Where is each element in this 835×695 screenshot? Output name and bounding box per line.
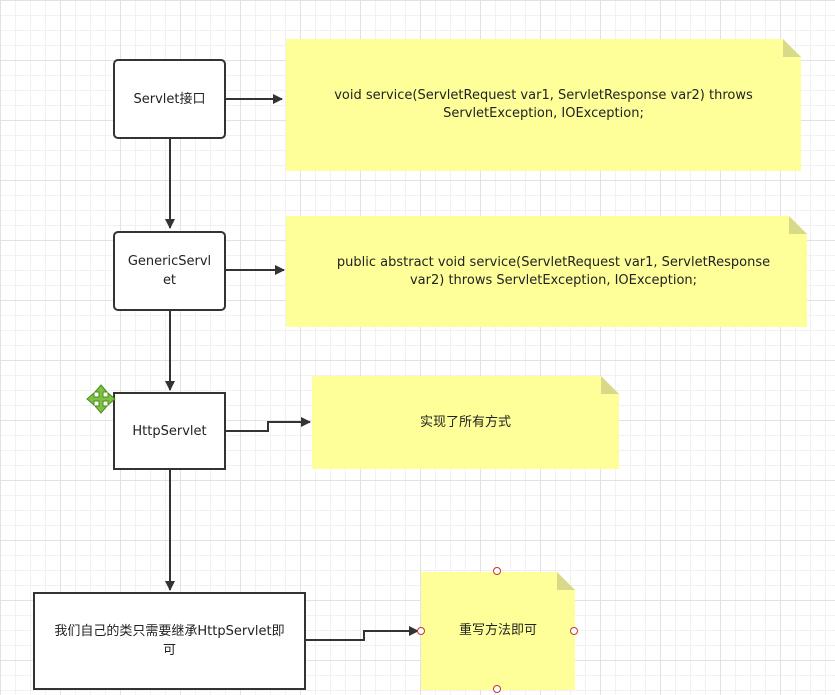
servlet-service-note-text: void service(ServletRequest var1, Servle…	[334, 88, 753, 121]
http-servlet-node[interactable]: HttpServlet	[113, 392, 226, 470]
servlet-service-note[interactable]: void service(ServletRequest var1, Servle…	[286, 39, 801, 171]
http-servlet-label: HttpServlet	[132, 423, 207, 439]
generic-servlet-label: GenericServlet	[127, 254, 212, 288]
override-note[interactable]: 重写方法即可	[421, 572, 575, 690]
generic-service-note[interactable]: public abstract void service(ServletRequ…	[286, 216, 807, 327]
note-fold	[601, 376, 619, 394]
override-note-text: 重写方法即可	[458, 623, 537, 638]
note-fold	[789, 216, 807, 234]
http-servlet-note[interactable]: 实现了所有方式	[312, 376, 619, 469]
resize-handle-right[interactable]	[570, 627, 578, 635]
my-class-node[interactable]: 我们自己的类只需要继承HttpServlet即可	[33, 592, 306, 690]
servlet-interface-label: Servlet接口	[133, 91, 206, 107]
my-class-label: 我们自己的类只需要继承HttpServlet即可	[54, 624, 285, 658]
note-fold	[783, 39, 801, 57]
note-fold	[557, 572, 575, 590]
http-servlet-note-text: 实现了所有方式	[419, 414, 511, 430]
resize-handle-top[interactable]	[493, 567, 501, 575]
resize-handle-bottom[interactable]	[493, 685, 501, 693]
arrow-myclass-to-note	[306, 626, 419, 641]
servlet-interface-node[interactable]: Servlet接口	[113, 59, 226, 139]
move-icon[interactable]	[86, 384, 116, 414]
resize-handle-left[interactable]	[417, 627, 425, 635]
generic-service-note-text: public abstract void service(ServletRequ…	[336, 254, 771, 288]
arrow-http-to-note	[226, 417, 311, 432]
generic-servlet-node[interactable]: GenericServlet	[113, 231, 226, 311]
